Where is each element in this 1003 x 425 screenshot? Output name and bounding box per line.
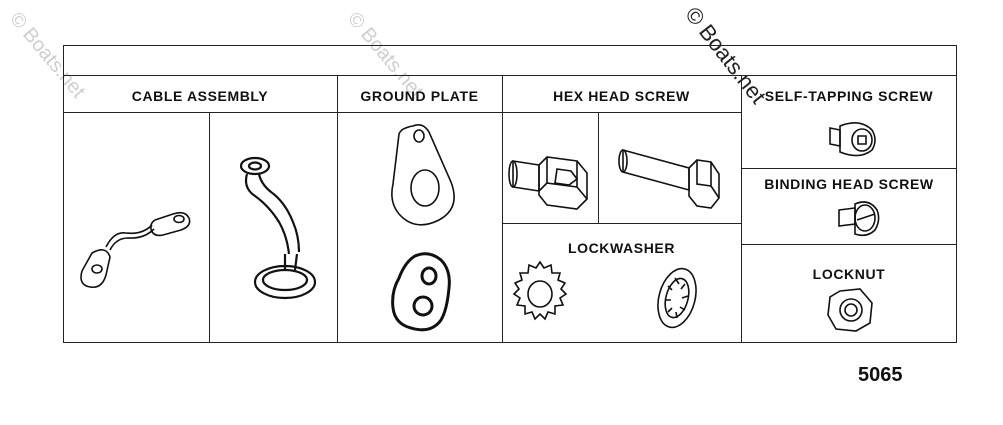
cable-assembly-small-illustration — [80, 211, 191, 289]
binding-head-screw-illustration — [838, 201, 880, 237]
hex-head-screw-long-illustration — [618, 148, 720, 209]
divider-ground-hex — [502, 75, 503, 343]
header-binding-head-screw: BINDING HEAD SCREW — [764, 176, 934, 192]
self-binding-divider — [741, 168, 957, 169]
header-hex-head-screw: HEX HEAD SCREW — [553, 88, 690, 104]
lockwasher-internal-tooth-illustration — [657, 267, 697, 329]
header-self-tapping-screw: SELF-TAPPING SCREW — [764, 88, 934, 104]
diagram-number: 5065 — [858, 364, 903, 386]
header-row-top — [63, 75, 957, 76]
cable-assembly-large-illustration — [239, 156, 317, 300]
divider-cable-sub — [209, 112, 210, 343]
lockwasher-external-tooth-illustration — [512, 260, 568, 321]
header-ground-plate: GROUND PLATE — [360, 88, 479, 104]
header-locknut: LOCKNUT — [812, 266, 886, 282]
divider-cable-ground — [337, 75, 338, 343]
self-tapping-screw-illustration — [829, 122, 876, 157]
binding-locknut-divider — [741, 244, 957, 245]
ground-plate-single-hole-illustration — [391, 124, 455, 226]
parts-table — [63, 45, 957, 343]
locknut-illustration — [827, 288, 873, 332]
hex-head-screw-short-illustration — [508, 156, 588, 210]
header-cable-assembly: CABLE ASSEMBLY — [131, 88, 269, 104]
divider-hex-self — [741, 75, 742, 343]
header-lockwasher: LOCKWASHER — [567, 240, 676, 256]
ground-plate-double-hole-illustration — [391, 252, 451, 332]
divider-hex-sub — [598, 112, 599, 223]
hex-lock-divider — [502, 223, 741, 224]
header-row-bottom — [63, 112, 741, 113]
